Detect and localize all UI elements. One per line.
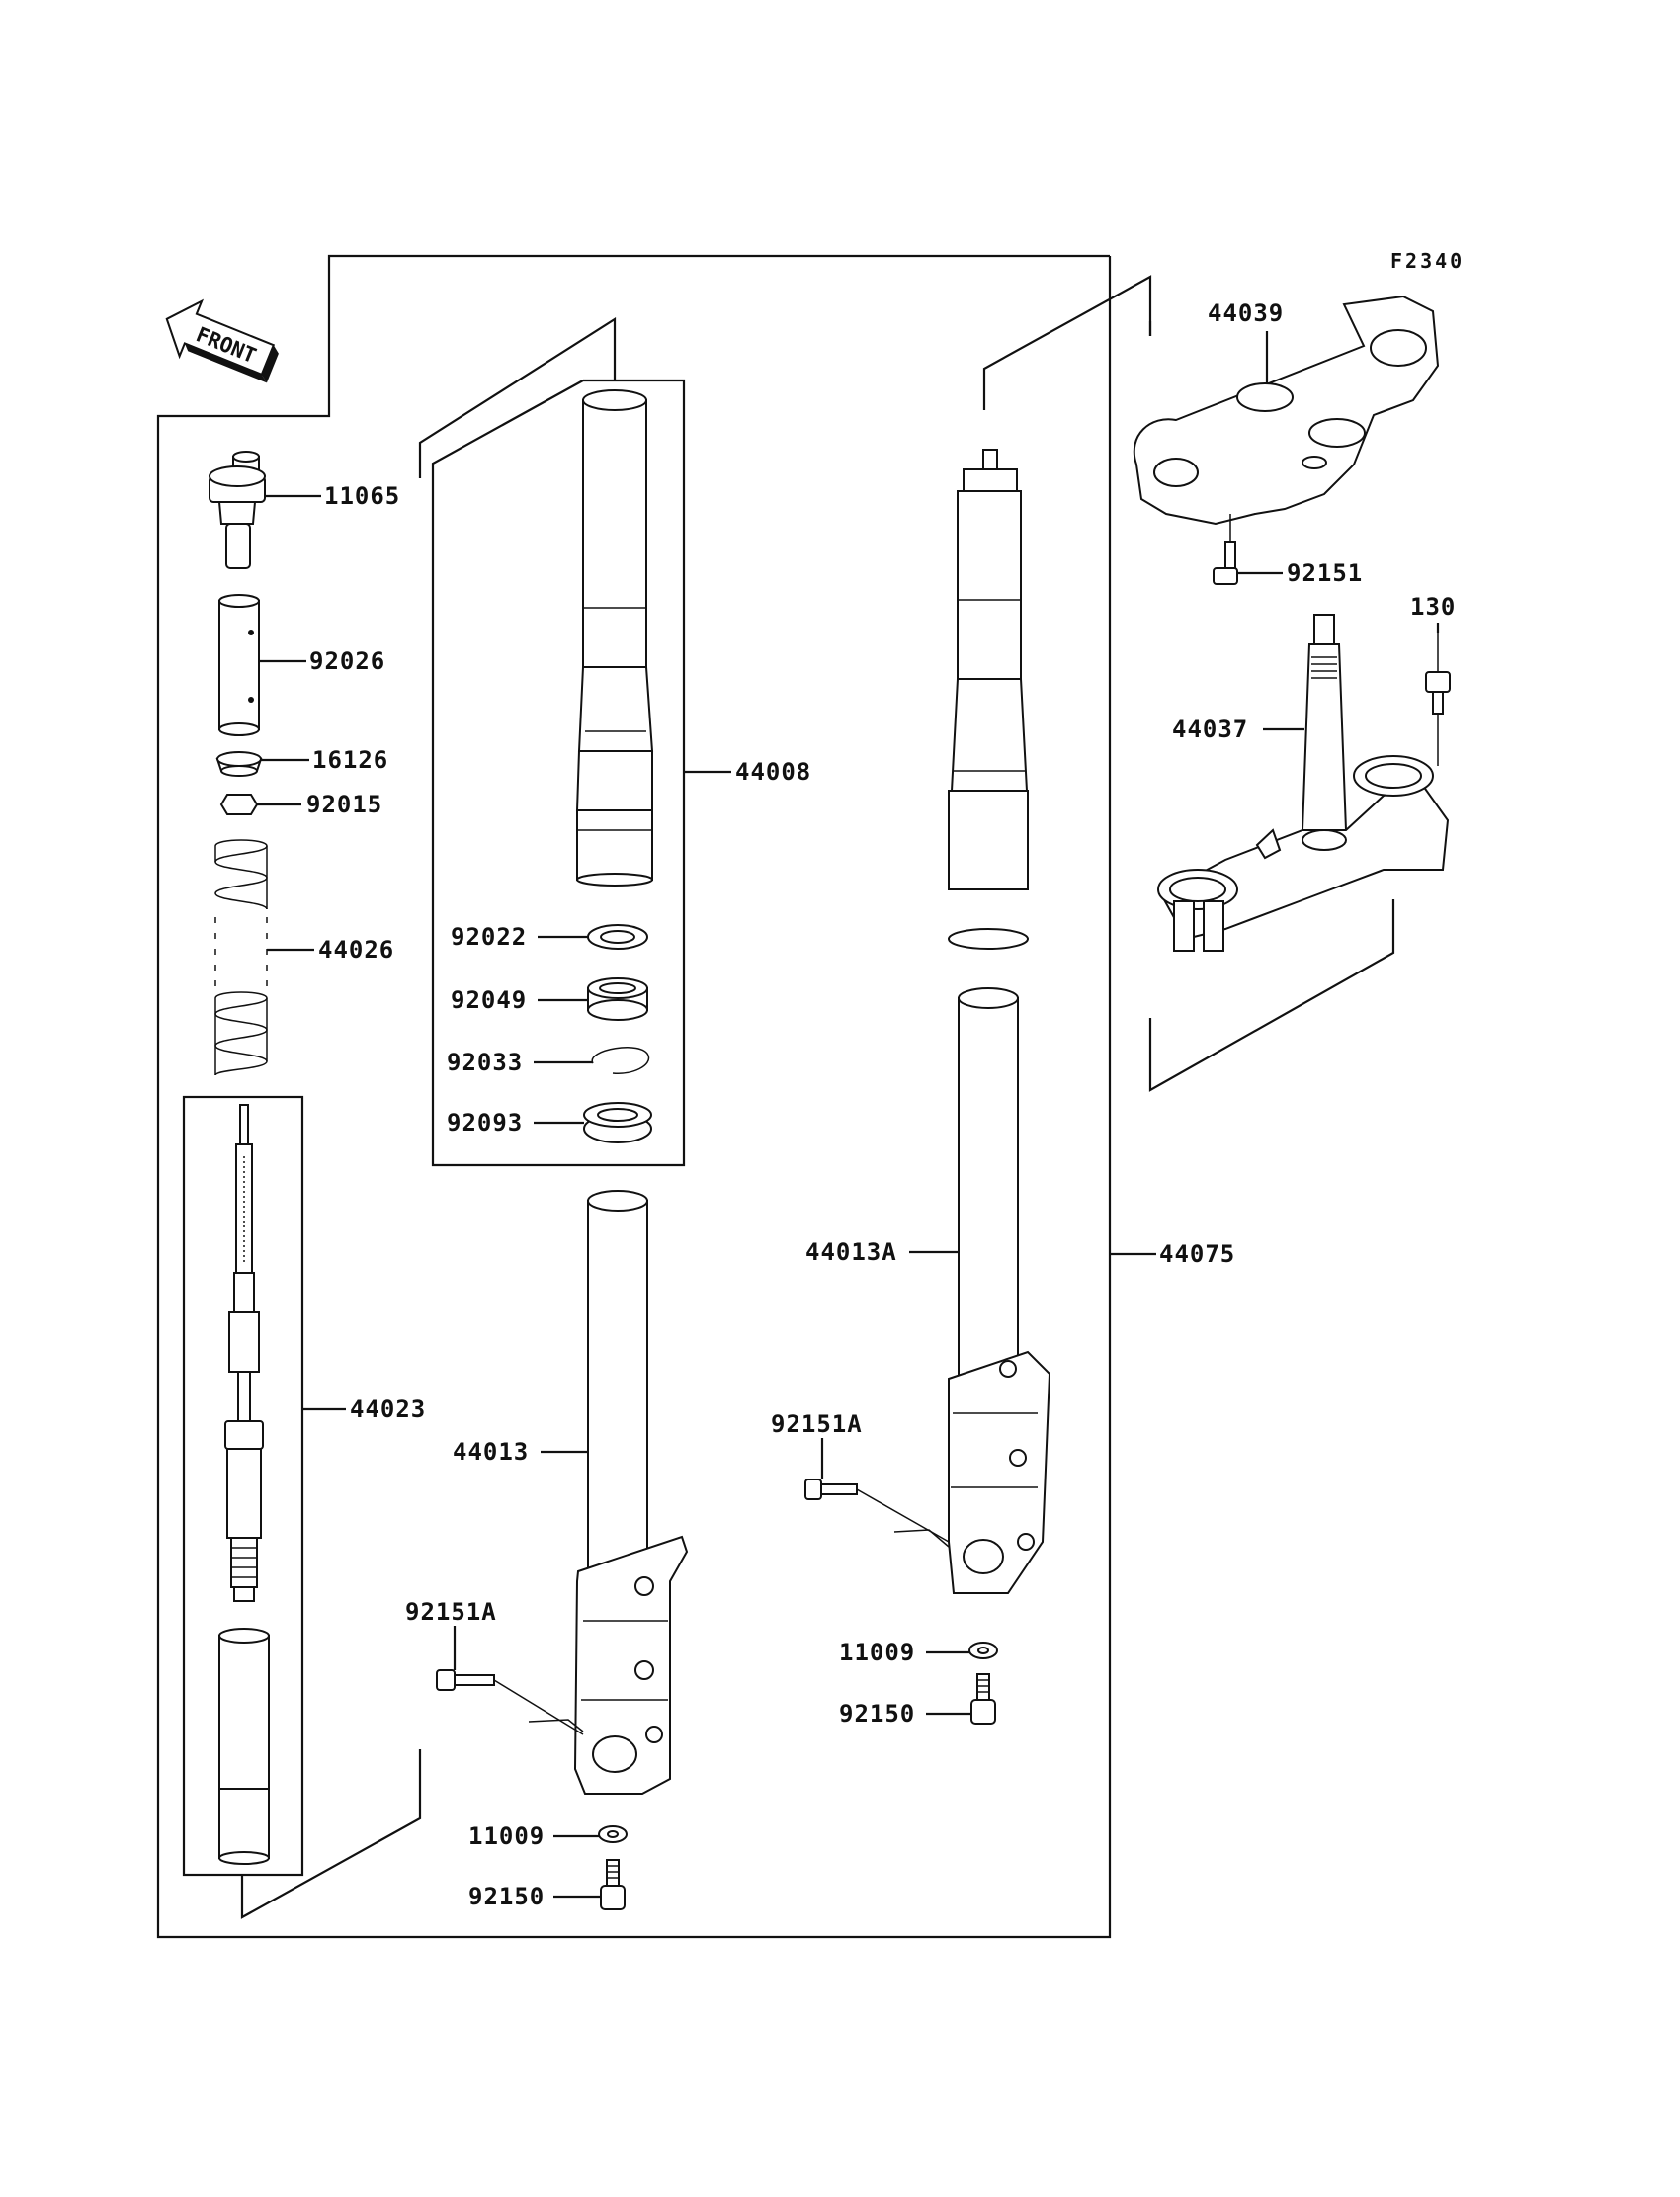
part-44013-inner-tube	[573, 1190, 689, 1795]
part-44039-upper-bracket	[1133, 295, 1440, 526]
label-44023: 44023	[350, 1395, 426, 1423]
label-16126: 16126	[312, 746, 388, 774]
label-44008: 44008	[735, 758, 811, 786]
label-44037: 44037	[1172, 716, 1248, 743]
label-92026: 92026	[309, 647, 385, 675]
part-92151-bolt	[1213, 514, 1238, 585]
label-92033: 92033	[447, 1049, 523, 1076]
label-92015: 92015	[306, 791, 382, 818]
part-92150-left-bolt	[600, 1859, 626, 1910]
part-11009-left-washer	[598, 1825, 628, 1843]
part-92150-right-bolt	[970, 1673, 996, 1725]
figure-code: F2340	[1390, 249, 1465, 273]
label-92151: 92151	[1287, 559, 1363, 587]
part-92093-dust-seal	[583, 1102, 652, 1143]
part-44008-outer-tube	[575, 389, 654, 887]
label-92022: 92022	[451, 923, 527, 951]
assembly-frame-lines	[156, 254, 1395, 1939]
label-92093: 92093	[447, 1109, 523, 1137]
leader-lines	[257, 331, 1440, 1899]
part-92026-spacer	[218, 594, 260, 736]
label-92049: 92049	[451, 986, 527, 1014]
label-44013A: 44013A	[805, 1238, 897, 1266]
part-44013A-inner-tube	[948, 987, 1051, 1594]
part-44026-spring	[214, 839, 268, 1076]
label-92151A-right: 92151A	[771, 1410, 863, 1438]
part-44023-cartridge	[218, 1104, 270, 1865]
label-92150-left: 92150	[468, 1883, 545, 1910]
label-130: 130	[1410, 593, 1456, 621]
part-130-bolt	[1425, 633, 1451, 766]
label-11009-left: 11009	[468, 1822, 545, 1850]
label-92150-right: 92150	[839, 1700, 915, 1728]
part-44075-outer-assembled	[948, 449, 1029, 950]
part-11009-right-washer	[968, 1642, 998, 1659]
part-labels: 11065 92026 16126 92015 44026 44023 4400…	[306, 299, 1456, 1910]
part-92151A-right-bolt	[804, 1479, 950, 1548]
label-11009-right: 11009	[839, 1639, 915, 1666]
label-44039: 44039	[1208, 299, 1284, 327]
part-92015-nut	[219, 794, 259, 815]
front-direction-arrow: FRONT	[165, 298, 279, 383]
part-44037-stem-bracket	[1157, 614, 1450, 952]
label-44075: 44075	[1159, 1240, 1235, 1268]
label-92151A-left: 92151A	[405, 1598, 497, 1626]
label-44026: 44026	[318, 936, 394, 964]
part-16126-seat	[215, 751, 263, 777]
part-11065-cap-bolt	[209, 451, 266, 569]
part-92022-washer	[587, 924, 648, 950]
label-44013: 44013	[453, 1438, 529, 1466]
part-92049-oil-seal	[587, 977, 648, 1021]
label-11065: 11065	[324, 482, 400, 510]
part-92033-circlip	[591, 1047, 650, 1074]
part-92151A-left-bolt	[436, 1669, 584, 1735]
